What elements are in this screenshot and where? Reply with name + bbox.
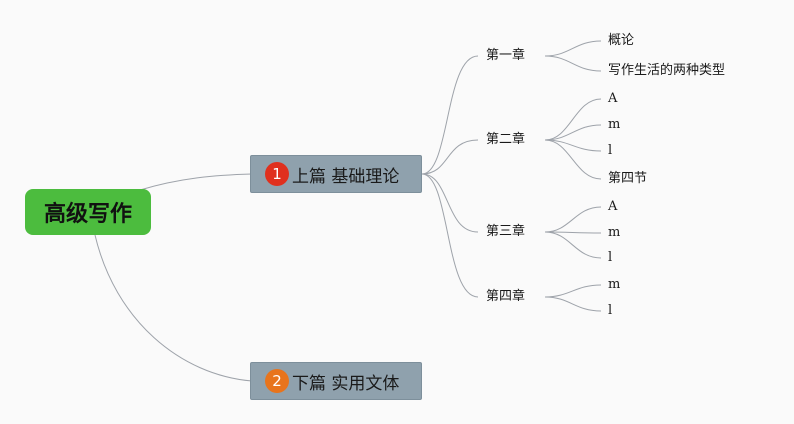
part2-number-badge: 2 [265,369,289,393]
chapter3-topic[interactable]: 第三章 [486,224,526,239]
connector-chapter4-leaf2 [544,296,602,312]
chapter2-topic[interactable]: 第二章 [486,132,526,147]
connector-part1-chapter3 [421,173,479,233]
connector-chapter1-leaf1 [544,40,602,57]
connector-part1-chapter2 [421,139,479,175]
root-topic-label: 高级写作 [43,202,132,227]
chapter4-topic[interactable]: 第四章 [486,289,526,304]
connector-chapter2-leaf2 [544,124,602,141]
connector-chapter2-leaf4 [544,139,602,180]
connector-chapter2-leaf1 [544,98,602,141]
chapter1-subtopic-2[interactable]: 写作生活的两种类型 [608,63,726,78]
part1-topic[interactable]: 1 上篇 基础理论 [250,155,422,193]
chapter1-subtopic-1[interactable]: 概论 [608,33,635,48]
chapter4-subtopic-2[interactable]: l [608,303,613,318]
chapter2-subtopic-4[interactable]: 第四节 [608,171,648,186]
connector-chapter3-leaf3 [544,231,602,259]
connector-part1-chapter1 [421,55,479,175]
connector-chapter1-leaf2 [544,55,602,72]
part2-topic[interactable]: 2 下篇 实用文体 [250,362,422,400]
chapter3-subtopic-2[interactable]: m [608,225,621,240]
connector-root-part2 [94,234,253,382]
connector-part1-chapter4 [421,173,479,298]
chapter2-subtopic-2[interactable]: m [608,117,621,132]
chapter1-topic[interactable]: 第一章 [486,48,526,63]
chapter3-subtopic-1[interactable]: A [608,199,618,214]
connector-chapter3-leaf1 [544,206,602,233]
part2-topic-label: 下篇 实用文体 [292,373,400,394]
chapter2-subtopic-3[interactable]: l [608,143,613,158]
part1-topic-label: 上篇 基础理论 [292,166,400,187]
connector-chapter4-leaf1 [544,284,602,298]
chapter3-subtopic-3[interactable]: l [608,250,613,265]
connector-root-part1 [139,173,253,191]
root-topic[interactable]: 高级写作 [25,189,151,235]
chapter4-subtopic-1[interactable]: m [608,277,621,292]
chapter2-subtopic-1[interactable]: A [608,91,618,106]
part1-number-badge: 1 [265,162,289,186]
